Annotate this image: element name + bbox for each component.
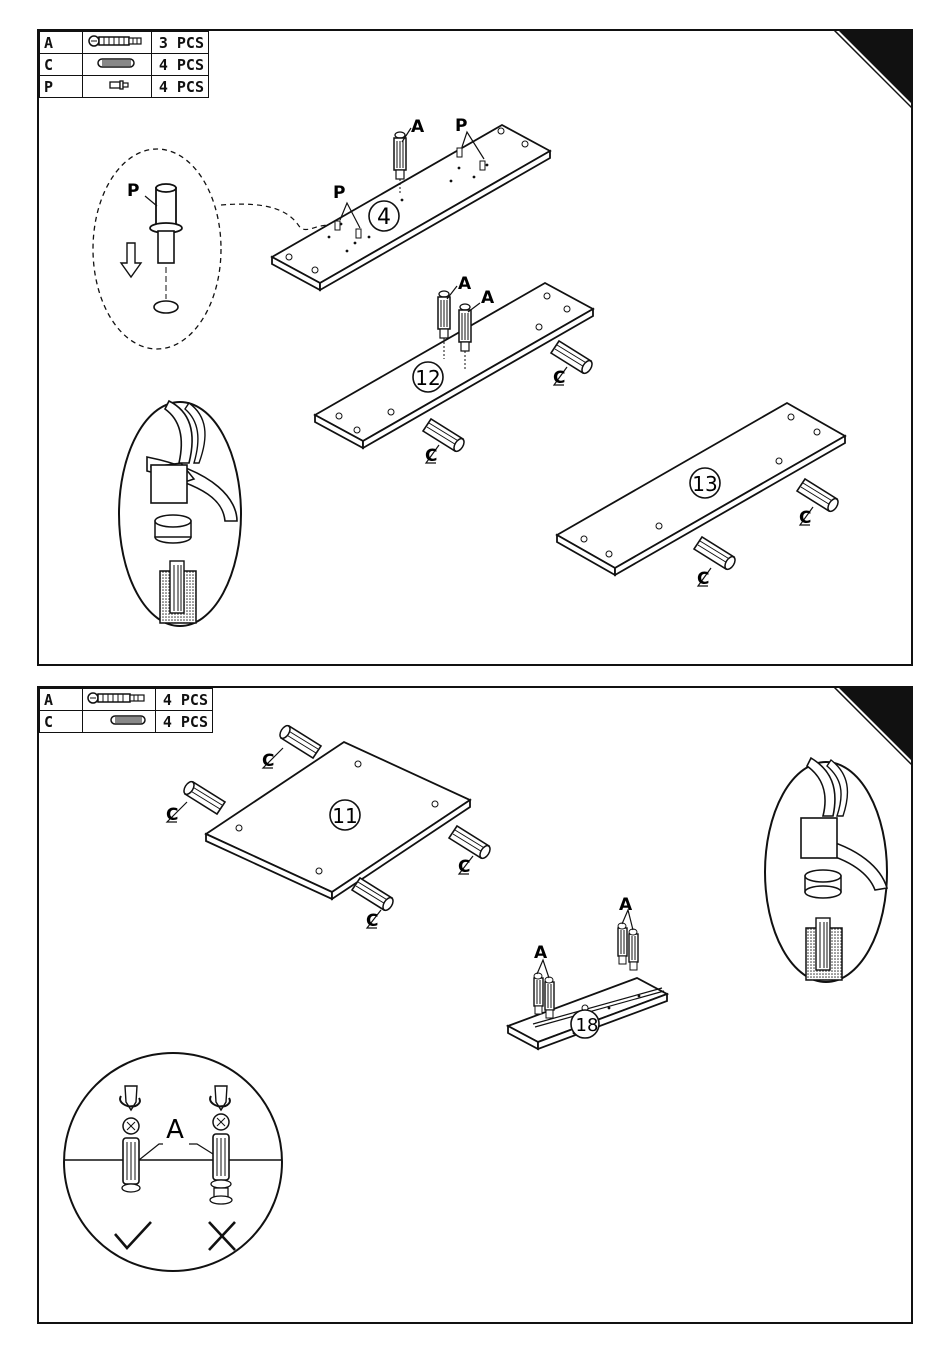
part-label: A xyxy=(481,288,495,308)
part-label: C xyxy=(553,368,565,388)
part-label: A xyxy=(534,943,548,963)
wooden-dowel-icon xyxy=(694,537,737,571)
part-label: P xyxy=(333,183,345,203)
board-18: 18 A A xyxy=(508,895,667,1049)
part-label: C xyxy=(799,508,811,528)
assembly-step-panel-1: A 3 PCS C 4 PCS P 4 PCS xyxy=(37,29,913,666)
board-number: 12 xyxy=(415,366,440,390)
screw-depth-detail: A xyxy=(64,1053,282,1271)
board-number: 11 xyxy=(332,804,357,828)
part-label: C xyxy=(425,446,437,466)
part-label: C xyxy=(697,569,709,589)
wooden-dowel-icon xyxy=(278,724,321,758)
board-number: 13 xyxy=(692,472,717,496)
assembly-illustration-1: P 4 A xyxy=(39,31,913,666)
assembly-step-panel-2: A 4 PCS C 4 PCS xyxy=(37,686,913,1324)
board-13: 13 C C xyxy=(557,403,845,589)
part-label: P xyxy=(455,116,467,136)
wooden-dowel-icon xyxy=(182,780,225,814)
part-label: A xyxy=(619,895,633,915)
part-label: A xyxy=(411,117,425,137)
board-number: 4 xyxy=(377,205,391,230)
part-label: C xyxy=(366,911,378,931)
part-label: C xyxy=(262,751,274,771)
cam-bolt-icon xyxy=(618,923,638,970)
part-label: C xyxy=(166,805,178,825)
part-label: A xyxy=(458,274,472,294)
pin-detail-label: P xyxy=(127,181,139,201)
part-label: C xyxy=(458,857,470,877)
wooden-dowel-icon xyxy=(352,878,395,912)
wooden-dowel-icon xyxy=(449,826,492,860)
hammer-detail-icon xyxy=(765,758,887,982)
screw-detail-label: A xyxy=(166,1115,184,1145)
assembly-illustration-2: 11 C C C xyxy=(39,688,913,1324)
board-number: 18 xyxy=(576,1015,599,1036)
board-4: 4 A P P xyxy=(272,116,550,290)
board-11: 11 C C C xyxy=(166,724,492,931)
hammer-detail-icon xyxy=(119,401,241,626)
board-12: 12 A A xyxy=(315,274,594,466)
cam-bolt-icon xyxy=(534,973,554,1018)
